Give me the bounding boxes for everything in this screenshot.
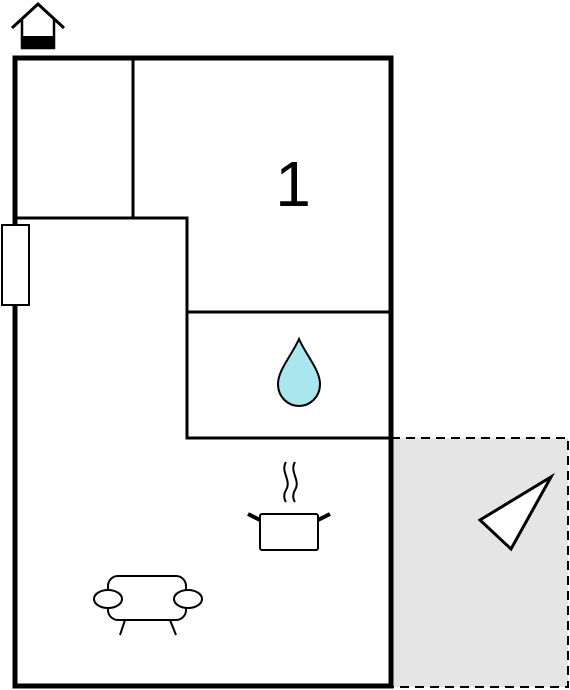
terrace-sector-icon xyxy=(477,472,556,552)
interior-walls xyxy=(13,56,393,440)
house-entrance-icon xyxy=(10,1,66,50)
room-number-label: 1 xyxy=(275,148,311,220)
terrace-area xyxy=(390,437,569,688)
sofa-icon xyxy=(93,575,203,636)
window-icon xyxy=(1,224,30,306)
outer-walls xyxy=(12,55,394,689)
water-drop-icon xyxy=(276,336,322,408)
cooking-pot-icon xyxy=(247,461,331,551)
